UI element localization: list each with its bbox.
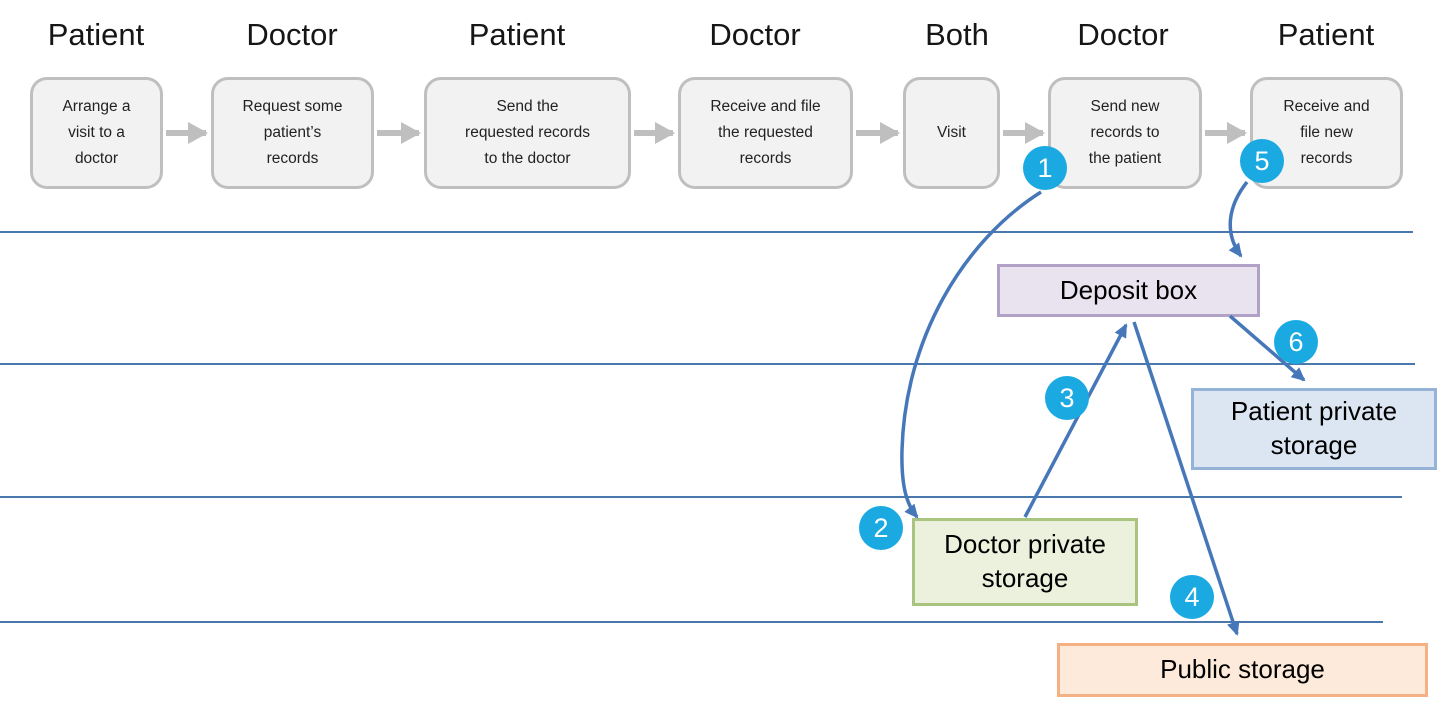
arrow-1-2-send-to-doctor-storage [900, 190, 1042, 519]
actor-header-patient-2: Patient [468, 17, 566, 52]
step-marker-2: 2 [859, 506, 903, 550]
patient-private-storage: Patient private storage [1191, 388, 1437, 470]
step-receive-file-requested: Receive and file the requested records [678, 77, 853, 189]
step-marker-4: 4 [1170, 575, 1214, 619]
step-marker-6: 6 [1274, 320, 1318, 364]
actor-header-doctor-2: Doctor [709, 17, 801, 52]
step-arrange-visit: Arrange a visit to a doctor [30, 77, 163, 189]
arrow-5-receive-to-deposit [1228, 180, 1249, 258]
doctor-private-storage: Doctor private storage [912, 518, 1138, 606]
actor-header-patient-1: Patient [47, 17, 145, 52]
deposit-box: Deposit box [997, 264, 1260, 317]
arrow-3-doctor-storage-to-deposit [1023, 323, 1128, 518]
actor-header-patient-3: Patient [1277, 17, 1375, 52]
actor-header-doctor-3: Doctor [1077, 17, 1169, 52]
step-marker-3: 3 [1045, 376, 1089, 420]
actor-header-doctor-1: Doctor [246, 17, 338, 52]
actor-header-both: Both [925, 17, 989, 52]
step-send-requested: Send the requested records to the doctor [424, 77, 631, 189]
step-send-new-records: Send new records to the patient [1048, 77, 1202, 189]
public-storage: Public storage [1057, 643, 1428, 697]
step-marker-1: 1 [1023, 146, 1067, 190]
step-visit: Visit [903, 77, 1000, 189]
step-request-records: Request some patient’s records [211, 77, 374, 189]
step-marker-5: 5 [1240, 139, 1284, 183]
